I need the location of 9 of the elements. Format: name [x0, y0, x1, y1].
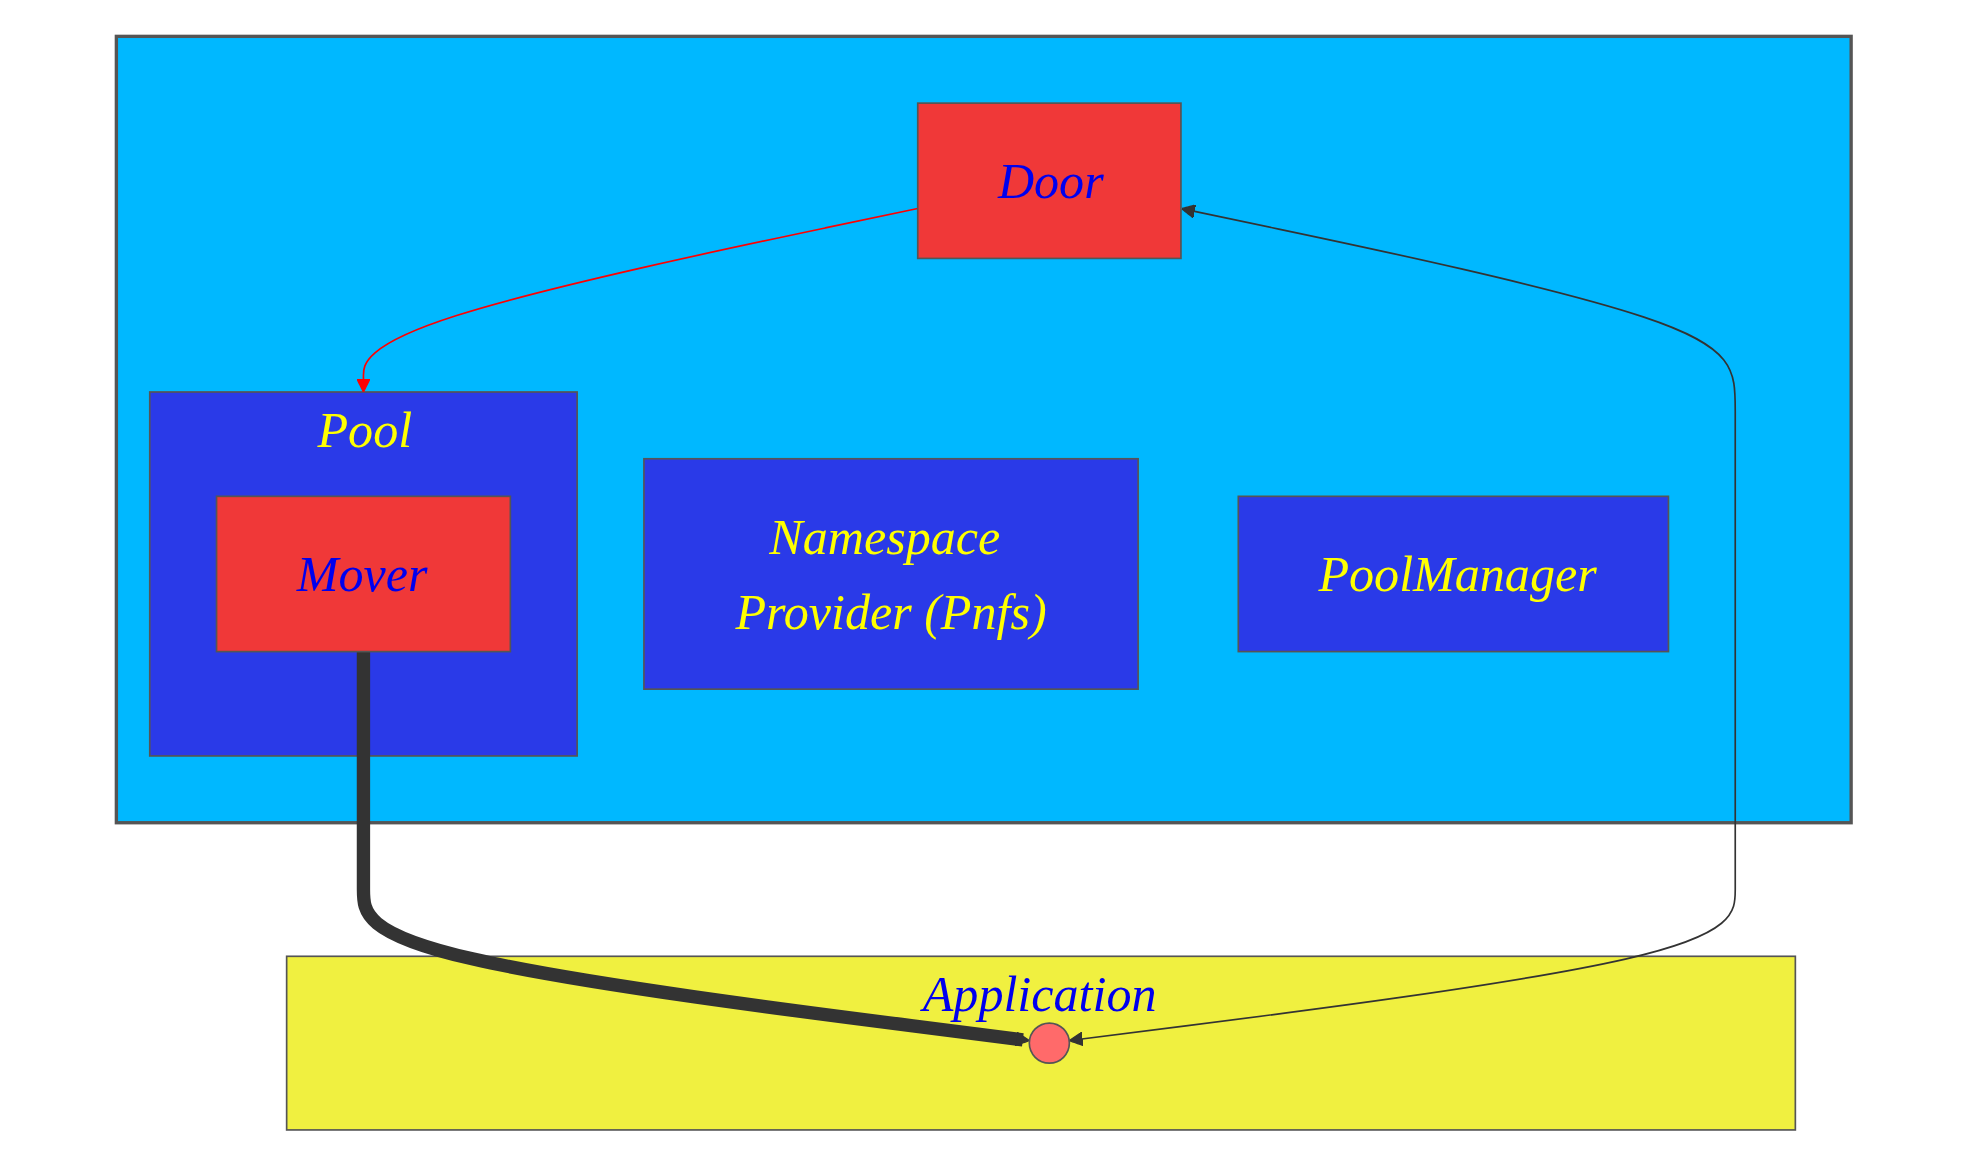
arrow [356, 651, 1030, 1047]
arrow [1068, 204, 1736, 1047]
node-box: Namespace Provider (Pnfs) [642, 458, 1139, 691]
node-box: Door [916, 102, 1182, 260]
cluster: Application [285, 955, 1796, 1132]
node-circle [1028, 1022, 1070, 1065]
node-box: PoolManager [1237, 495, 1670, 653]
node-box: Mover [215, 495, 511, 653]
cluster [114, 35, 1853, 825]
